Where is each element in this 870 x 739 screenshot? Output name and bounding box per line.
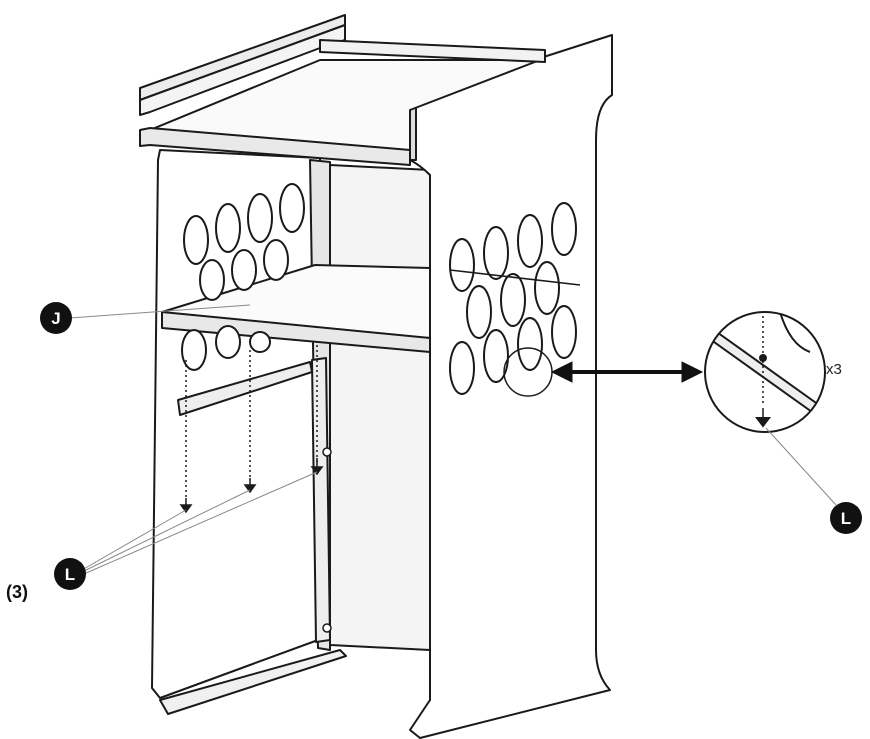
hole <box>449 341 475 395</box>
hole <box>249 331 271 353</box>
shelf-leader <box>69 304 251 319</box>
hole <box>517 214 543 268</box>
lectern <box>139 14 613 739</box>
hole <box>551 202 577 256</box>
left-panel-holes <box>181 183 305 371</box>
hole <box>181 329 207 371</box>
top-front-lip <box>139 127 411 166</box>
hole <box>183 215 209 265</box>
top-inner-wall <box>319 39 546 63</box>
bolt-icon <box>322 623 332 633</box>
arrow-right-icon <box>681 361 704 383</box>
double-arrow <box>550 361 704 383</box>
bolt-icon <box>322 447 332 457</box>
hole <box>483 329 509 383</box>
shelf-edge-through-holes <box>449 269 581 286</box>
right-side-panel <box>409 34 613 739</box>
screws-l <box>179 345 332 633</box>
hole <box>215 203 241 253</box>
hole <box>215 325 241 359</box>
detail-hole <box>779 312 811 353</box>
callout-l-detail-label: L <box>841 509 851 528</box>
back-panel <box>329 164 431 651</box>
callout-l-screws: L <box>54 558 86 590</box>
callout-l-screws-label: L <box>65 565 75 584</box>
right-panel-holes <box>449 202 577 395</box>
detail-shelf-edge <box>705 318 825 432</box>
hole <box>483 226 509 280</box>
callout-j: J <box>40 302 72 334</box>
arrow-left-icon <box>550 361 573 383</box>
hole <box>263 239 289 281</box>
hole <box>466 285 492 339</box>
bottom-rail <box>159 649 347 715</box>
shelf-cleat <box>177 361 313 416</box>
screws-leaders <box>81 471 318 575</box>
callout-j-label: J <box>51 309 60 328</box>
hole <box>231 249 257 291</box>
callout-l-detail: L <box>830 502 862 534</box>
hole <box>534 261 560 315</box>
hole <box>500 273 526 327</box>
hole <box>279 183 305 233</box>
vertical-rail <box>311 357 331 643</box>
detail-quantity: x3 <box>826 361 842 378</box>
detail-magnifier: x3 <box>704 311 842 433</box>
hole <box>449 238 475 292</box>
shelf-j-front-edge <box>161 311 431 353</box>
hole <box>199 259 225 301</box>
hole <box>551 305 577 359</box>
hole <box>247 193 273 243</box>
detail-screw-leader <box>765 427 837 506</box>
hole <box>517 317 543 371</box>
step-number: (3) <box>6 582 28 602</box>
